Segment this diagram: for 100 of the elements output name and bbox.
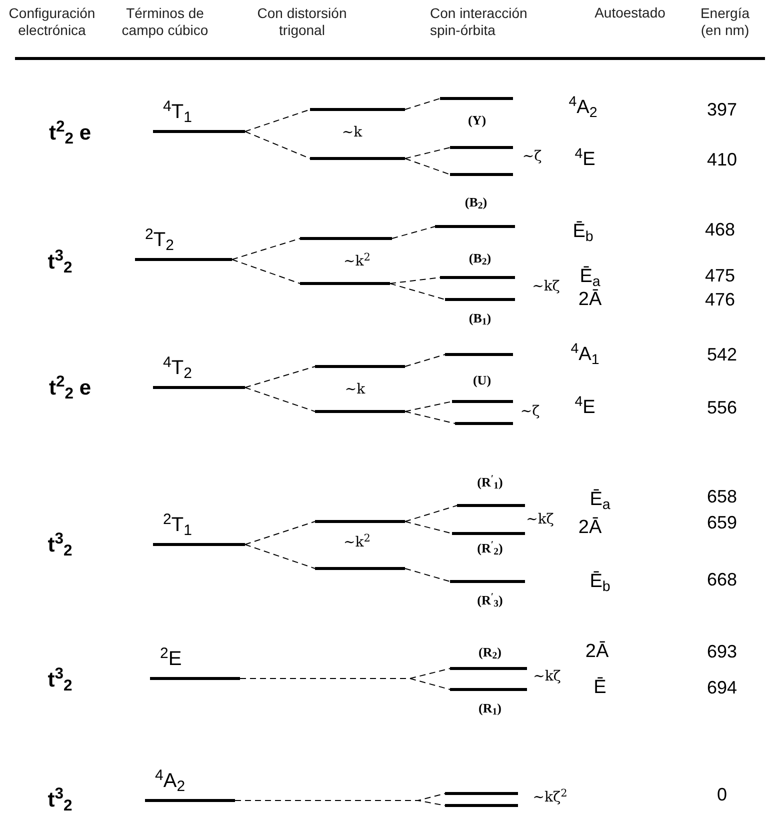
- dashed-connector: [404, 568, 450, 582]
- dashed-connector: [244, 544, 316, 569]
- column-header: Configuración electrónica: [8, 5, 96, 39]
- transition-label: (Y): [468, 111, 486, 130]
- dashed-connector: [244, 131, 310, 159]
- energy-level-bar: [452, 400, 513, 403]
- dashed-connector: [404, 411, 456, 424]
- energy-value: 397: [706, 98, 738, 122]
- eigenstate-label: Ē$_{a}$: [580, 264, 600, 290]
- splitting-label: ~kζ$^{2}$: [532, 788, 568, 808]
- energy-level-bar: [445, 792, 518, 795]
- energy-level-bar: [450, 667, 527, 670]
- transition-label: (R$_{2}$): [478, 643, 502, 662]
- eigenstate-label: Ē$_{a}$: [590, 488, 610, 514]
- energy-level-bar: [315, 410, 405, 413]
- dashed-connector: [234, 800, 446, 806]
- energy-level-bar: [300, 237, 392, 240]
- energy-level-bar: [315, 520, 405, 523]
- transition-label: (R$^{′}$$_{2}$): [477, 538, 503, 558]
- transition-label: (B$_{2}$): [464, 193, 488, 212]
- energy-value: 658: [706, 486, 738, 508]
- term-symbol: $^{4}$A$_{2}$: [155, 769, 186, 793]
- dashed-connector: [404, 147, 450, 159]
- splitting-label: ~kζ: [532, 278, 560, 296]
- term-symbol: $^{4}$T$_{1}$: [163, 100, 192, 124]
- energy-level-bar: [457, 504, 525, 507]
- energy-level-bar: [445, 353, 513, 356]
- dashed-connector: [244, 109, 310, 132]
- eigenstate-label: Ē$_{b}$: [590, 570, 610, 596]
- splitting-label: ~ζ: [520, 402, 540, 422]
- term-symbol: $^{4}$T$_{2}$: [163, 356, 192, 380]
- energy-level-bar: [450, 688, 527, 691]
- column-header: Con distorsión trigonal: [256, 5, 348, 39]
- energy-level-bar: [445, 298, 515, 301]
- energy-value: 476: [704, 288, 736, 312]
- energy-level-bar: [450, 173, 513, 176]
- energy-value: 693: [706, 640, 738, 664]
- electron-configuration: t$^{2}$$_{2}$ e: [48, 117, 92, 149]
- transition-label: (B$_{2}$): [468, 249, 492, 268]
- column-header: Autoestado: [594, 4, 666, 22]
- dashed-connector: [244, 521, 316, 545]
- column-header: Energía (en nm): [699, 5, 751, 39]
- energy-level-bar: [450, 580, 525, 583]
- term-symbol: $^{2}$E: [160, 647, 182, 671]
- column-header: Términos de campo cúbico: [120, 5, 210, 39]
- dashed-connector: [390, 277, 440, 284]
- term-symbol: $^{2}$T$_{1}$: [163, 513, 192, 537]
- electron-configuration: t$^{2}$$_{2}$ e: [48, 372, 92, 404]
- dashed-connector: [404, 158, 450, 175]
- dashed-connector: [404, 521, 452, 534]
- eigenstate-label: 2Ā: [585, 640, 609, 664]
- energy-value: 659: [706, 512, 738, 534]
- splitting-label: ~k: [344, 380, 366, 400]
- energy-level-bar: [440, 97, 513, 100]
- energy-value: 542: [706, 344, 738, 366]
- dashed-connector: [240, 678, 450, 690]
- column-header: Con interacción spin-órbita: [430, 5, 528, 39]
- dashed-connector: [232, 259, 300, 284]
- dashed-connector: [390, 283, 446, 300]
- eigenstate-label: Ē: [594, 676, 606, 700]
- transition-label: (R$_{1}$): [478, 699, 502, 718]
- energy-level-bar: [315, 365, 405, 368]
- energy-level-bar: [300, 282, 390, 285]
- splitting-label: ~k$^{2}$: [344, 252, 370, 272]
- dashed-connector: [392, 226, 436, 239]
- dashed-connector: [404, 401, 452, 412]
- eigenstate-label: $^{4}$A$_{1}$: [570, 340, 600, 370]
- eigenstate-label: $^{4}$E: [574, 394, 596, 420]
- energy-level-bar: [452, 532, 525, 535]
- energy-value: 410: [706, 148, 738, 172]
- dashed-connector: [244, 387, 316, 412]
- energy-value: 668: [706, 568, 738, 592]
- term-symbol: $^{2}$T$_{2}$: [145, 228, 174, 252]
- energy-level-bar: [455, 422, 513, 425]
- splitting-label: ~kζ: [533, 668, 561, 686]
- splitting-label: ~k: [342, 124, 362, 142]
- dashed-connector: [244, 366, 316, 388]
- eigenstate-label: $^{4}$A$_{2}$: [568, 94, 598, 122]
- transition-label: (R$^{′}$$_{3}$): [477, 590, 503, 610]
- eigenstate-label: Ē$_{b}$: [572, 220, 594, 246]
- energy-level-bar: [310, 157, 405, 160]
- dashed-connector: [404, 98, 440, 110]
- dashed-connector: [404, 505, 458, 522]
- transition-label: (R$^{′}$$_{1}$): [477, 472, 503, 492]
- splitting-label: ~ζ: [522, 148, 542, 166]
- eigenstate-label: $^{4}$E: [574, 146, 596, 172]
- energy-value: 0: [717, 784, 727, 806]
- transition-label: (U): [472, 371, 492, 390]
- energy-value: 694: [706, 676, 738, 700]
- energy-level-bar: [315, 567, 405, 570]
- transition-label: (B$_{1}$): [468, 309, 492, 328]
- energy-value: 475: [704, 264, 736, 288]
- dashed-connector: [404, 354, 446, 367]
- splitting-label: ~kζ: [526, 510, 554, 530]
- eigenstate-label: 2Ā: [578, 288, 602, 312]
- energy-level-bar: [450, 146, 513, 149]
- energy-level-bar: [445, 804, 518, 807]
- energy-level-bar: [310, 108, 405, 111]
- energy-value: 468: [704, 218, 736, 242]
- energy-level-bar: [435, 225, 515, 228]
